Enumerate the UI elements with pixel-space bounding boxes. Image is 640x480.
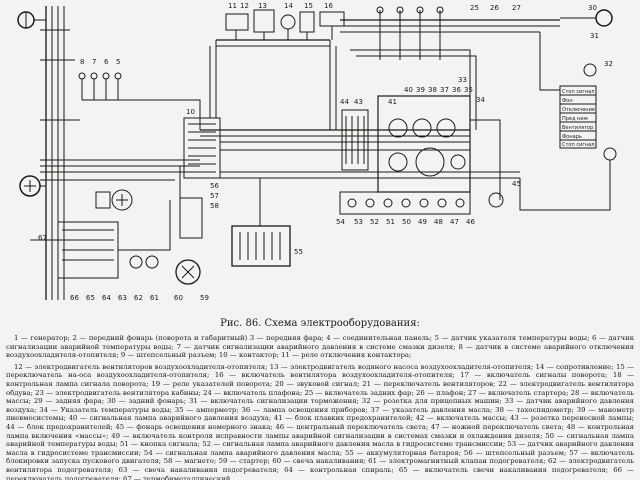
sensor-label: 5	[116, 58, 120, 66]
switch-box-line: Фонарь	[562, 134, 582, 140]
component-label: 51	[386, 218, 395, 226]
component-label: 54	[336, 218, 345, 226]
generator	[19, 175, 46, 197]
sensor-row: 8 7 6 5	[78, 58, 201, 130]
component-label: 15	[304, 2, 313, 10]
component-label: 47	[450, 218, 459, 226]
component-label: 34	[476, 96, 485, 104]
component-label: 33	[458, 76, 467, 84]
component-label: 55	[294, 248, 303, 256]
component-label: 50	[402, 218, 411, 226]
component-label: 39	[416, 86, 425, 94]
component-label: 36	[452, 86, 461, 94]
legend-paragraph: 12 — электродвигатель вентиляторов возду…	[6, 362, 634, 480]
top-right-wiring: 25 26 27 30	[340, 4, 597, 130]
left-harness	[30, 6, 200, 300]
starter-group: 56 57 58 59 60	[174, 166, 219, 302]
component-label: 32	[604, 60, 613, 68]
sensor-label: 8	[80, 58, 84, 66]
sensor-label: 7	[92, 58, 96, 66]
legend-paragraph: 1 — генератор; 2 — передний фонарь (пово…	[6, 334, 634, 360]
component-label: 40	[404, 86, 413, 94]
component-label: 31	[590, 32, 599, 40]
plate-lamp: 45	[488, 147, 617, 211]
component-label: 56	[210, 182, 219, 190]
component-label: 60	[174, 294, 183, 302]
switch-box-line: Стоп сигнал	[562, 89, 594, 95]
fan-motor	[95, 189, 133, 211]
component-label: 64	[102, 294, 111, 302]
component-label: 44	[340, 98, 349, 106]
battery: 55	[231, 178, 303, 267]
instrument-cluster: 40 39 38 37 36 35 34 33	[377, 76, 501, 200]
lower-switches: 54 53 52 51 50 49 48 47 46	[336, 191, 475, 226]
component-label: 35	[464, 86, 473, 94]
component-label: 26	[490, 4, 499, 12]
component-label: 43	[354, 98, 363, 106]
component-label: 12	[240, 2, 249, 10]
component-label: 30	[588, 4, 597, 12]
component-label: 57	[210, 192, 219, 200]
component-label: 52	[370, 218, 379, 226]
component-label: 11	[228, 2, 237, 10]
component-label: 46	[466, 218, 475, 226]
component-label: 38	[428, 86, 437, 94]
switch-box-line: Стоп сигнал	[562, 142, 594, 148]
component-label: 67	[38, 234, 47, 242]
component-label: 65	[86, 294, 95, 302]
component-label: 25	[470, 4, 479, 12]
main-harness	[200, 39, 520, 179]
component-label: 27	[512, 4, 521, 12]
component-label: 59	[200, 294, 209, 302]
component-label: 66	[70, 294, 79, 302]
component-label: 41	[388, 98, 397, 106]
component-label: 63	[118, 294, 127, 302]
component-label: 13	[258, 2, 267, 10]
switch-box-line: Фон	[562, 98, 573, 104]
component-label: 48	[434, 218, 443, 226]
top-components: 11 12 13 14 15 16	[225, 2, 345, 40]
component-label: 16	[324, 2, 333, 10]
component-label: 62	[134, 294, 143, 302]
front-headlight-left	[17, 11, 46, 29]
component-label: 58	[210, 202, 219, 210]
component-label: 45	[512, 180, 521, 188]
sensor-label: 6	[104, 58, 109, 66]
electrical-schematic: 8 7 6 5 10 11	[17, 2, 617, 302]
switch-box-line: Отключение	[562, 107, 595, 113]
heater-group: 67 66 65 64 63 62 61	[38, 200, 171, 302]
switch-box-line: Пред ниж	[562, 116, 589, 122]
connection-panel: 10	[183, 108, 221, 179]
component-label: 10	[186, 108, 195, 116]
figure-caption: Рис. 86. Схема электрооборудования:	[220, 318, 420, 329]
figure-legend: 1 — генератор; 2 — передний фонарь (пово…	[6, 334, 634, 480]
component-label: 37	[440, 86, 449, 94]
fuse-block: 41 43 44	[340, 98, 397, 171]
switch-box-line: Вентилятор	[562, 125, 593, 131]
component-label: 61	[150, 294, 159, 302]
light-switch-box: Стоп сигнал Фон Отключение Пред ниж Вент…	[539, 32, 613, 149]
component-label: 49	[418, 218, 427, 226]
rear-lamp: 31	[560, 9, 613, 40]
component-label: 14	[284, 2, 293, 10]
component-label: 53	[354, 218, 363, 226]
